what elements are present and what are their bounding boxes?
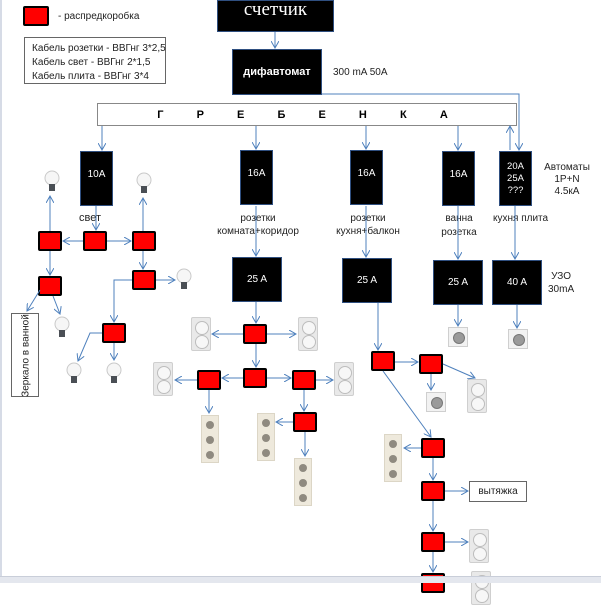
junction-box[interactable] (102, 323, 126, 343)
meter-label: счетчик (243, 0, 308, 20)
double-socket-icon (153, 362, 173, 396)
breaker-rating: 16A (247, 168, 266, 179)
breaker-caption: свет (79, 212, 102, 224)
junction-box[interactable] (38, 231, 62, 251)
double-socket-icon (298, 317, 318, 351)
rcd-rating: 25 A (356, 275, 378, 286)
rcd-stove[interactable]: 40 A (492, 260, 542, 305)
rcd-rating: 40 A (506, 277, 528, 288)
double-socket-icon (467, 379, 487, 413)
breakers-note: Автоматы 1P+N 4.5кА (544, 162, 590, 197)
double-socket-icon (334, 362, 354, 396)
breaker-sockets-room[interactable]: 16A (240, 150, 273, 205)
junction-box[interactable] (292, 370, 316, 390)
junction-box[interactable] (371, 351, 395, 371)
single-socket-icon (448, 327, 468, 347)
breaker-caption: розетки комната+коридор (217, 213, 299, 237)
hood-box[interactable]: вытяжка (469, 481, 527, 502)
rcd-kitchen[interactable]: 25 A (342, 258, 392, 303)
canvas-left-border (0, 0, 2, 582)
cable-legend-item: Кабель розетки - ВВГнг 3*2,5 (32, 43, 166, 54)
breaker-caption: кухня плита (493, 213, 549, 224)
rcbo-block[interactable]: дифавтомат (232, 49, 322, 95)
legend-junction-box-swatch (23, 6, 49, 26)
light-bulb-icon (66, 362, 82, 383)
breaker-light[interactable]: 10A (80, 151, 113, 206)
rcd-rating: 25 A (246, 274, 268, 285)
cable-legend-box: Кабель розетки - ВВГнг 3*2,5 Кабель свет… (24, 37, 166, 84)
rcds-note: УЗО 30mA (548, 271, 575, 295)
canvas-bottom-border (0, 576, 601, 583)
junction-box[interactable] (132, 231, 156, 251)
breaker-rating: 16A (449, 169, 468, 180)
rcd-room[interactable]: 25 A (232, 257, 282, 302)
light-bulb-icon (54, 316, 70, 337)
single-socket-icon (426, 392, 446, 412)
breaker-sockets-kitchen[interactable]: 16A (350, 150, 383, 205)
meter-block[interactable]: счетчик (217, 0, 334, 32)
bathroom-mirror-box[interactable]: Зеркало в ванной (11, 313, 39, 397)
junction-box[interactable] (38, 276, 62, 296)
breaker-rating: 16A (357, 168, 376, 179)
light-bulb-icon (176, 268, 192, 289)
junction-box[interactable] (421, 532, 445, 552)
triple-socket-icon (294, 458, 312, 506)
light-bulb-icon (136, 172, 152, 193)
breaker-caption: ванна розетка (441, 213, 477, 238)
double-socket-icon (191, 317, 211, 351)
cable-legend-item: Кабель свет - ВВГнг 2*1,5 (32, 57, 151, 68)
legend-junction-box-label: - распредкоробка (58, 11, 140, 22)
breaker-caption: розетки кухня+балкон (336, 213, 400, 237)
triple-socket-icon (201, 415, 219, 463)
triple-socket-icon (384, 434, 402, 482)
junction-box[interactable] (243, 368, 267, 388)
double-socket-icon (469, 529, 489, 563)
rcbo-label: дифавтомат (243, 65, 311, 78)
breaker-stove[interactable]: 20A 25A ??? (499, 151, 532, 206)
rcd-bath[interactable]: 25 A (433, 260, 483, 305)
junction-box[interactable] (197, 370, 221, 390)
rcbo-rating: 300 mA 50A (333, 67, 388, 78)
busbar[interactable]: Г Р Е Б Е Н К А (97, 103, 517, 126)
junction-box[interactable] (83, 231, 107, 251)
single-socket-icon (508, 329, 528, 349)
light-bulb-icon (106, 362, 122, 383)
light-bulb-icon (44, 170, 60, 191)
triple-socket-icon (257, 413, 275, 461)
junction-box[interactable] (293, 412, 317, 432)
junction-box[interactable] (421, 438, 445, 458)
mirror-label: Зеркало в ванной (20, 314, 32, 397)
hood-label: вытяжка (478, 486, 518, 497)
junction-box[interactable] (421, 481, 445, 501)
junction-box[interactable] (419, 354, 443, 374)
breaker-rating: 20A 25A ??? (507, 161, 524, 196)
rcd-rating: 25 A (447, 277, 469, 288)
cable-legend-item: Кабель плита - ВВГнг 3*4 (32, 71, 149, 82)
junction-box[interactable] (132, 270, 156, 290)
breaker-rating: 10A (87, 169, 106, 180)
junction-box[interactable] (243, 324, 267, 344)
busbar-label: Г Р Е Б Е Н К А (157, 108, 457, 121)
breaker-bath-socket[interactable]: 16A (442, 151, 475, 206)
